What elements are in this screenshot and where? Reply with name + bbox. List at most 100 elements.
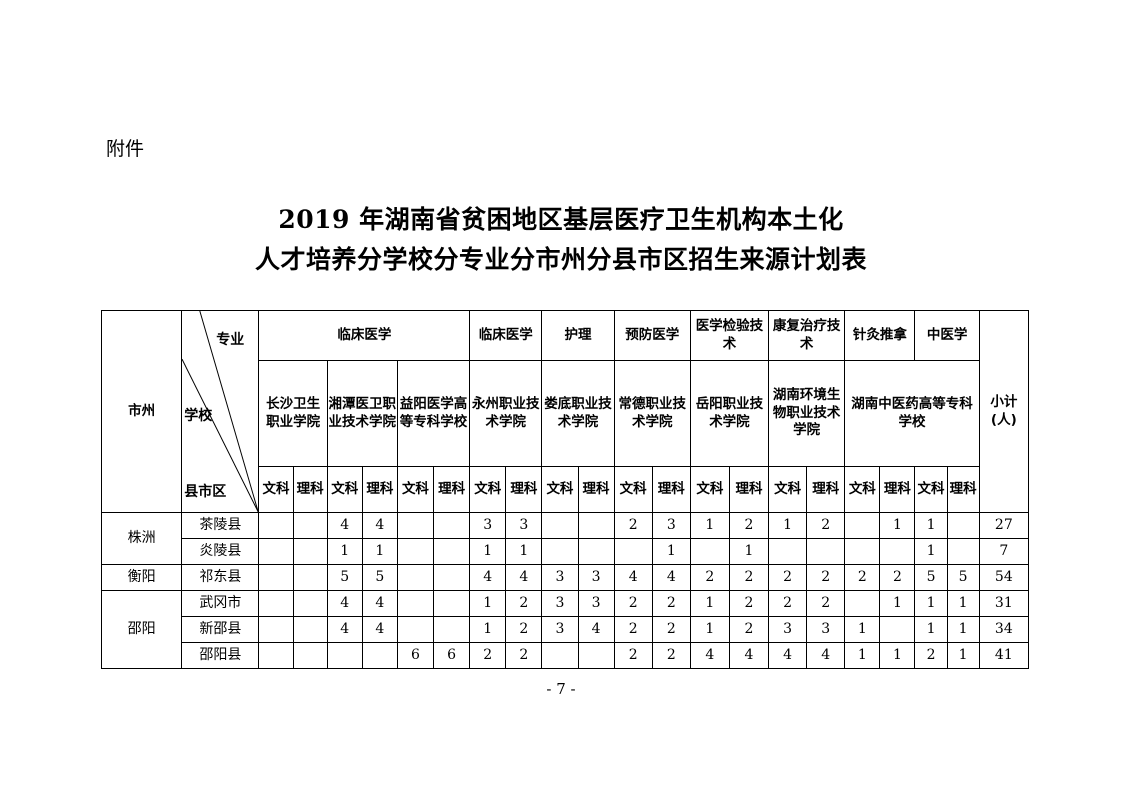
subject-header: 文科 [326, 466, 363, 513]
diag-school-label: 学校 [184, 408, 213, 424]
county-cell: 武冈市 [181, 590, 260, 617]
value-cell [396, 616, 435, 643]
school-hunan-tcm: 湖南中医药高等专科学校 [844, 360, 980, 467]
value-cell: 3 [505, 512, 543, 539]
value-cell: 2 [651, 642, 691, 669]
value-cell: 1 [689, 512, 730, 539]
page-number: - 7 - [546, 680, 576, 698]
value-cell: 2 [505, 642, 543, 669]
county-cell: 炎陵县 [181, 538, 260, 565]
value-cell [541, 512, 579, 539]
value-cell: 2 [728, 512, 770, 539]
value-cell: 1 [689, 616, 730, 643]
value-cell [432, 564, 471, 591]
diag-county-label: 县市区 [184, 484, 227, 500]
value-cell [946, 538, 980, 565]
subject-header: 理科 [879, 466, 916, 513]
table-row: 炎陵县 1 1 1 1 1 1 1 7 [102, 538, 1030, 565]
value-cell [768, 538, 808, 565]
value-cell: 2 [879, 564, 916, 591]
school-hunan-env: 湖南环境生物职业技术学院 [768, 360, 846, 467]
county-cell: 祁东县 [181, 564, 260, 591]
subject-header: 文科 [541, 466, 579, 513]
value-cell [361, 642, 398, 669]
value-cell: 2 [469, 642, 507, 669]
value-cell [879, 538, 916, 565]
value-cell [292, 590, 328, 617]
value-cell: 1 [689, 590, 730, 617]
value-cell: 3 [577, 564, 615, 591]
value-cell: 1 [914, 512, 948, 539]
value-cell: 5 [946, 564, 980, 591]
subject-header: 理科 [806, 466, 846, 513]
value-cell: 2 [505, 590, 543, 617]
value-cell: 1 [728, 538, 770, 565]
value-cell: 2 [806, 512, 846, 539]
value-cell: 2 [613, 616, 653, 643]
value-cell: 1 [469, 590, 507, 617]
value-cell [292, 642, 328, 669]
value-cell: 4 [326, 616, 363, 643]
subject-header: 文科 [689, 466, 730, 513]
value-cell: 3 [651, 512, 691, 539]
value-cell: 1 [879, 642, 916, 669]
city-column-header: 市州 [100, 310, 183, 513]
subtotal-cell: 31 [978, 590, 1030, 617]
value-cell: 3 [541, 590, 579, 617]
subject-header: 文科 [914, 466, 948, 513]
county-cell: 邵阳县 [181, 642, 260, 669]
subtotal-cell: 7 [978, 538, 1030, 565]
value-cell: 2 [651, 616, 691, 643]
school-loudi: 娄底职业技术学院 [541, 360, 615, 467]
title-line-2: 人才培养分学校分专业分市州分县市区招生来源计划表 [254, 245, 867, 274]
subtotal-cell: 27 [978, 512, 1030, 539]
value-cell: 3 [768, 616, 808, 643]
value-cell: 1 [844, 642, 881, 669]
value-cell: 2 [613, 642, 653, 669]
value-cell: 4 [505, 564, 543, 591]
subtotal-cell: 41 [978, 642, 1030, 669]
value-cell: 2 [806, 590, 846, 617]
value-cell: 3 [469, 512, 507, 539]
value-cell: 1 [879, 512, 916, 539]
value-cell: 1 [946, 642, 980, 669]
value-cell [844, 512, 881, 539]
value-cell [432, 512, 471, 539]
value-cell [292, 512, 328, 539]
subtotal-cell: 54 [978, 564, 1030, 591]
subject-header: 理科 [651, 466, 691, 513]
value-cell [258, 512, 294, 539]
value-cell [577, 512, 615, 539]
school-yiyang: 益阳医学高等专科学校 [396, 360, 471, 467]
value-cell [613, 538, 653, 565]
value-cell [806, 538, 846, 565]
value-cell [292, 564, 328, 591]
value-cell: 3 [541, 564, 579, 591]
value-cell: 6 [396, 642, 435, 669]
value-cell [258, 564, 294, 591]
school-xiangtan: 湘潭医卫职业技术学院 [326, 360, 398, 467]
value-cell: 4 [613, 564, 653, 591]
value-cell: 1 [768, 512, 808, 539]
table-row: 新邵县 4 4 1 2 3 4 2 2 1 2 3 3 1 1 1 34 [102, 616, 1030, 643]
value-cell: 2 [689, 564, 730, 591]
major-nursing: 护理 [541, 310, 615, 361]
subject-header: 理科 [728, 466, 770, 513]
value-cell [258, 590, 294, 617]
value-cell: 1 [914, 538, 948, 565]
value-cell: 2 [505, 616, 543, 643]
value-cell [326, 642, 363, 669]
major-preventive: 预防医学 [613, 310, 691, 361]
school-changsha: 长沙卫生职业学院 [258, 360, 328, 467]
value-cell: 1 [914, 590, 948, 617]
value-cell [258, 616, 294, 643]
value-cell: 4 [689, 642, 730, 669]
value-cell [946, 512, 980, 539]
subject-header: 理科 [432, 466, 471, 513]
value-cell: 1 [326, 538, 363, 565]
value-cell: 1 [946, 616, 980, 643]
value-cell: 4 [768, 642, 808, 669]
school-yueyang: 岳阳职业技术学院 [689, 360, 770, 467]
value-cell: 6 [432, 642, 471, 669]
value-cell [432, 590, 471, 617]
